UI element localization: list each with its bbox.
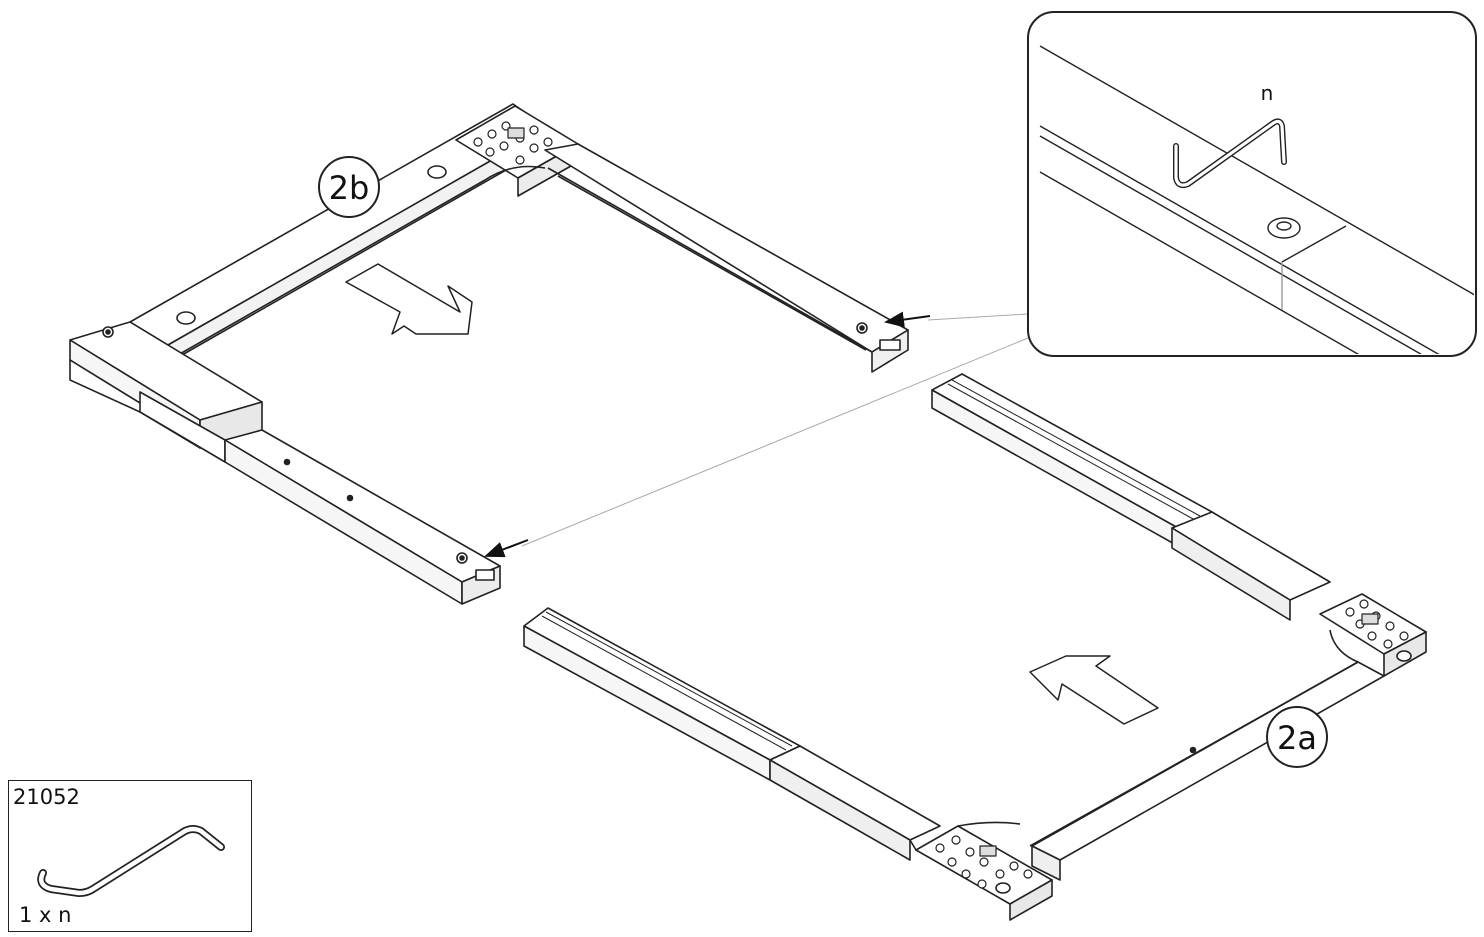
part-quantity: 1 x n xyxy=(19,903,72,927)
frame-2b-right-rail xyxy=(544,143,909,353)
hex-key-icon xyxy=(37,825,225,897)
frame-2a xyxy=(523,373,1427,921)
frame-2a-back-rail xyxy=(931,373,1213,529)
callout-2a: 2a xyxy=(1266,706,1328,768)
callout-2b-label: 2b xyxy=(329,169,370,207)
pointer-arrow-upper xyxy=(884,311,931,328)
frame-2a-front-rail xyxy=(523,607,801,761)
frame-2b-corner-pegs xyxy=(473,121,553,165)
part-number: 21052 xyxy=(13,785,80,809)
parts-box: 21052 1 x n xyxy=(8,780,252,932)
pointer-arrow-lower xyxy=(484,539,529,558)
frame-2b xyxy=(69,103,909,605)
direction-arrow-2b xyxy=(345,263,473,335)
direction-arrow-2a xyxy=(1029,655,1159,725)
inset-tool-label: n xyxy=(1261,81,1274,105)
callout-2b: 2b xyxy=(318,156,380,218)
frame-2a-front-corner-pegs xyxy=(935,835,1033,889)
callout-2a-label: 2a xyxy=(1277,719,1317,757)
detail-inset: n xyxy=(1027,11,1477,357)
frame-2a-right-corner-pegs xyxy=(1345,599,1409,649)
guide-line-upper xyxy=(927,313,1029,321)
guide-line-lower xyxy=(521,337,1029,547)
